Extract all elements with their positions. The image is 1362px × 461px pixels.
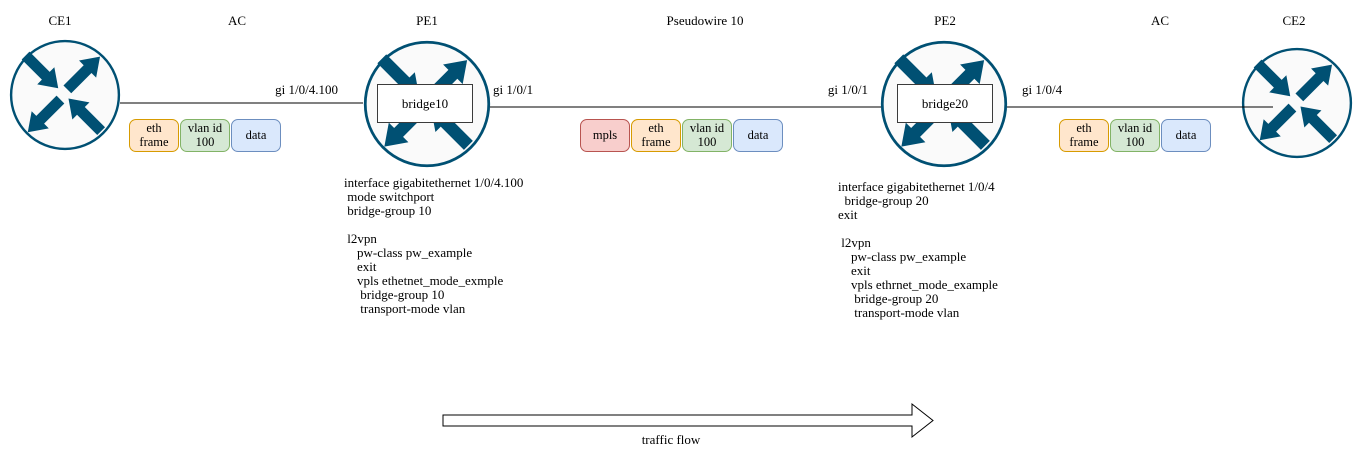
- frame-box-eth: eth frame: [631, 119, 681, 152]
- interface-label-pe1-core: gi 1/0/1: [493, 82, 534, 97]
- frame-box-vlan: vlan id 100: [1110, 119, 1160, 152]
- ce2-label: CE2: [1282, 13, 1306, 28]
- pe1-bridge-box: bridge10: [377, 84, 473, 123]
- ac-right-label: AC: [1150, 13, 1170, 28]
- pe2-config-text: interface gigabitethernet 1/0/4 bridge-g…: [838, 179, 998, 320]
- frame-group-ac-left: eth frame vlan id 100 data: [129, 119, 281, 152]
- traffic-flow-arrow: [442, 402, 934, 439]
- traffic-flow-label: traffic flow: [641, 432, 701, 447]
- interface-label-pe2-core: gi 1/0/1: [827, 82, 868, 97]
- ce2-router-icon: [1243, 49, 1351, 157]
- pe2-bridge-box: bridge20: [897, 84, 993, 123]
- pe2-label: PE2: [934, 13, 956, 28]
- frame-box-vlan: vlan id 100: [180, 119, 230, 152]
- frame-box-data: data: [733, 119, 783, 152]
- frame-box-data: data: [1161, 119, 1211, 152]
- pseudowire-label: Pseudowire 10: [666, 13, 744, 28]
- ac-left-label: AC: [227, 13, 247, 28]
- pe1-label: PE1: [416, 13, 438, 28]
- frame-box-vlan: vlan id 100: [682, 119, 732, 152]
- frame-box-eth: eth frame: [1059, 119, 1109, 152]
- frame-group-pseudowire: mpls eth frame vlan id 100 data: [580, 119, 783, 152]
- ce1-label: CE1: [48, 13, 72, 28]
- frame-box-eth: eth frame: [129, 119, 179, 152]
- pe1-config-text: interface gigabitethernet 1/0/4.100 mode…: [344, 175, 524, 316]
- frame-box-data: data: [231, 119, 281, 152]
- interface-label-pe2-ce2: gi 1/0/4: [1022, 82, 1063, 97]
- ce1-router-icon: [11, 41, 119, 149]
- interface-label-ce1-pe1: gi 1/0/4.100: [275, 82, 338, 97]
- frame-box-mpls: mpls: [580, 119, 630, 152]
- frame-group-ac-right: eth frame vlan id 100 data: [1059, 119, 1211, 152]
